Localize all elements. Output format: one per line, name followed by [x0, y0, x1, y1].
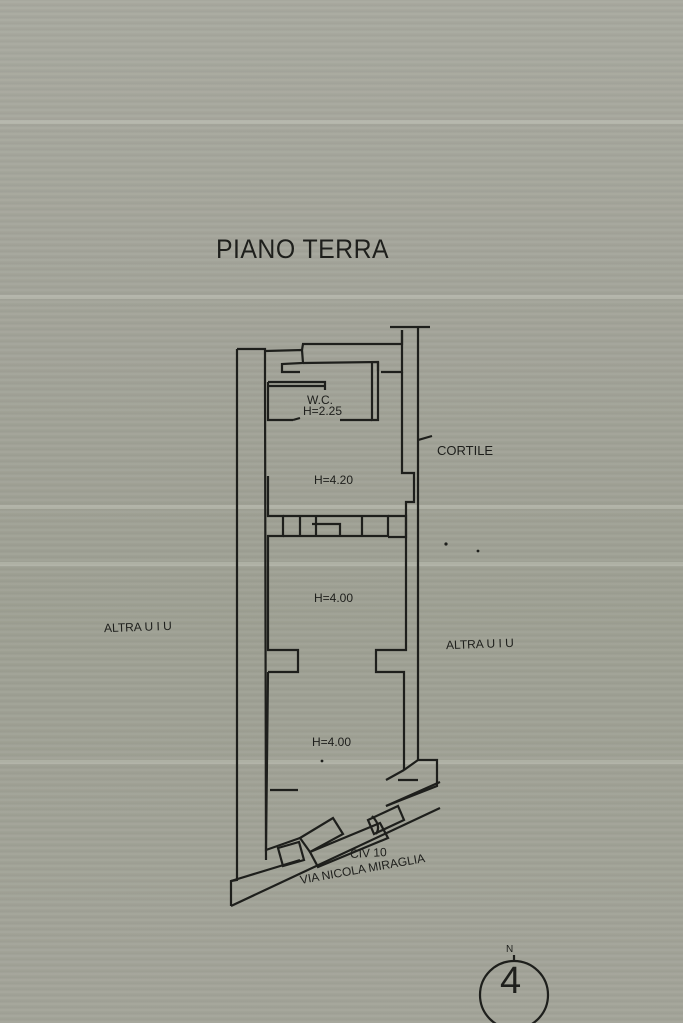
room3-right-wall: [374, 537, 408, 770]
cortile-label: CORTILE: [437, 443, 494, 458]
outer-left-wall: [229, 347, 267, 906]
door-swing-arc: [371, 815, 380, 835]
room-wc-name: W.C.: [307, 393, 333, 407]
wc-left-wall: [266, 382, 293, 422]
interior-mark: [270, 778, 418, 792]
right-outer-wall: [385, 410, 439, 808]
north-letter: N: [506, 944, 514, 955]
ink-dot: [444, 542, 448, 546]
room4-left-wall: [264, 671, 301, 852]
plan-title: PIANO TERRA: [216, 234, 390, 264]
scan-band: [0, 562, 683, 566]
top-wall: [264, 348, 305, 374]
front-opening-main: [298, 816, 345, 854]
room-wc-height: H=2.25: [303, 404, 343, 418]
right-inner-wall: [400, 372, 416, 537]
front-opening-left: [276, 840, 306, 868]
top-wall-inner: [302, 360, 380, 371]
top-right-inner: [381, 330, 404, 374]
room-2-height: H=4.20: [314, 473, 354, 487]
room3-left-wall: [266, 540, 300, 674]
neighbor-left-label: ALTRA U I U: [103, 618, 173, 636]
ink-dot: [320, 759, 324, 763]
partition-right: [388, 514, 408, 539]
scan-band: [0, 505, 683, 509]
north-arrow-number: 4: [500, 960, 522, 1002]
wc-top-wall: [268, 380, 327, 390]
ink-dot: [476, 549, 480, 553]
room4-right-wall: [385, 759, 419, 781]
top-right-cap: [390, 325, 430, 410]
wc-door: [292, 416, 372, 422]
neighbor-right-label: ALTRA U I U: [445, 635, 515, 653]
scan-band: [0, 295, 683, 299]
top-right-wall: [300, 330, 404, 351]
window-partition: [283, 514, 390, 538]
inner-left-wall: [263, 351, 268, 861]
front-door-panel: [308, 821, 390, 869]
front-wall: [230, 780, 441, 907]
room-3-height: H=4.00: [314, 591, 354, 605]
partition-upper: [266, 476, 285, 540]
room-4-height: H=4.00: [312, 735, 352, 749]
wc-right-wall: [370, 362, 380, 422]
scan-band: [0, 120, 683, 124]
scan-band: [0, 760, 683, 764]
front-opening-right: [366, 804, 406, 836]
